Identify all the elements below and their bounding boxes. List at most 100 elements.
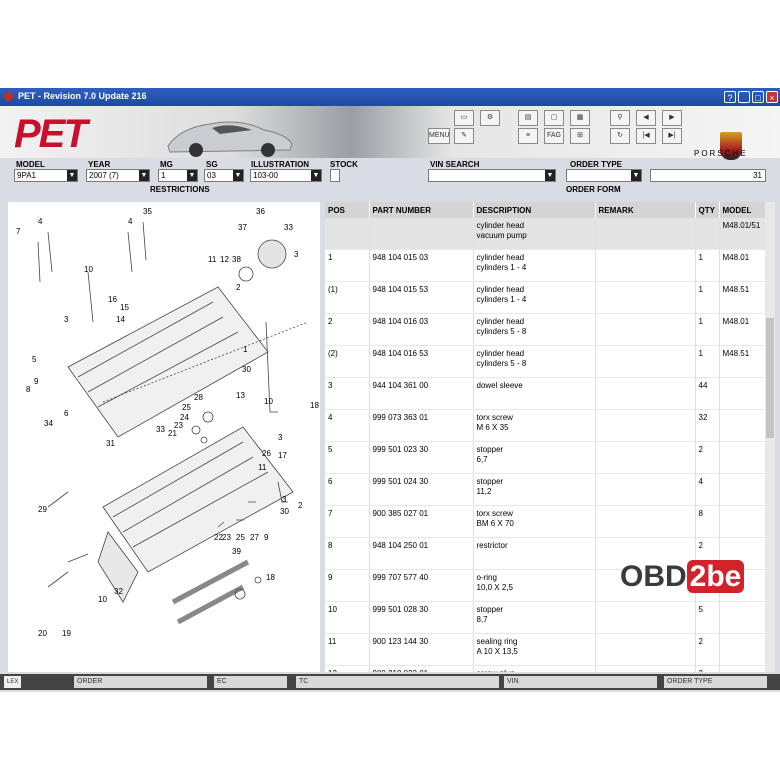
callout-label[interactable]: 32 <box>114 587 123 596</box>
callout-label[interactable]: 23 <box>222 533 231 542</box>
callout-label[interactable]: 10 <box>84 265 93 274</box>
fag-button[interactable]: FAG <box>544 128 564 144</box>
refresh-icon[interactable]: ↻ <box>610 128 630 144</box>
pin-icon[interactable]: ⚲ <box>610 110 630 126</box>
sg-select[interactable]: 03▼ <box>204 169 244 182</box>
callout-label[interactable]: 31 <box>106 439 115 448</box>
callout-label[interactable]: 24 <box>180 413 189 422</box>
order-field[interactable]: ORDER <box>74 676 207 688</box>
first-page-icon[interactable]: |◀ <box>636 128 656 144</box>
callout-label[interactable]: 30 <box>242 365 251 374</box>
callout-label[interactable]: 8 <box>26 385 31 394</box>
callout-label[interactable]: 11 <box>208 255 217 264</box>
scrollbar-thumb[interactable] <box>766 318 774 438</box>
ec-field[interactable]: EC <box>214 676 287 688</box>
minimize-icon[interactable]: _ <box>738 91 750 103</box>
callout-label[interactable]: 18 <box>310 401 319 410</box>
callout-label[interactable]: 38 <box>232 255 241 264</box>
callout-label[interactable]: 7 <box>16 227 21 236</box>
callout-label[interactable]: 16 <box>108 295 117 304</box>
cart-icon[interactable]: ⊞ <box>570 128 590 144</box>
callout-label[interactable]: 12 <box>220 255 229 264</box>
callout-label[interactable]: 26 <box>262 449 271 458</box>
callout-label[interactable]: 2 <box>298 501 303 510</box>
menu-button[interactable]: MENU <box>428 128 450 144</box>
callout-label[interactable]: 5 <box>32 355 37 364</box>
print-icon[interactable]: ▭ <box>454 110 474 126</box>
callout-label[interactable]: 33 <box>156 425 165 434</box>
copy-icon[interactable]: ▢ <box>544 110 564 126</box>
callout-label[interactable]: 30 <box>280 507 289 516</box>
table-row[interactable]: 12900 219 023 01screw plugM 10 X 12 <box>325 665 765 672</box>
callout-label[interactable]: 36 <box>256 207 265 216</box>
callout-label[interactable]: 27 <box>250 533 259 542</box>
callout-label[interactable]: 9 <box>264 533 269 542</box>
callout-label[interactable]: 18 <box>266 573 275 582</box>
vin-field[interactable]: VIN <box>504 676 657 688</box>
order-type-select[interactable]: ▼ <box>566 169 642 182</box>
col-pos[interactable]: POS <box>325 202 370 218</box>
order-type-field[interactable]: ORDER TYPE <box>664 676 767 688</box>
callout-label[interactable]: 4 <box>128 217 133 226</box>
callout-label[interactable]: 25 <box>236 533 245 542</box>
callout-label[interactable]: 3 <box>282 495 287 504</box>
callout-label[interactable]: 15 <box>120 303 129 312</box>
callout-label[interactable]: 35 <box>143 207 152 216</box>
image-icon[interactable]: ▦ <box>570 110 590 126</box>
year-select[interactable]: 2007 (7)▼ <box>86 169 150 182</box>
callout-label[interactable]: 10 <box>98 595 107 604</box>
stock-checkbox[interactable] <box>330 169 340 182</box>
callout-label[interactable]: 3 <box>278 433 283 442</box>
callout-label[interactable]: 33 <box>284 223 293 232</box>
callout-label[interactable]: 11 <box>258 463 267 472</box>
callout-label[interactable]: 25 <box>182 403 191 412</box>
edit-icon[interactable]: ✎ <box>454 128 474 144</box>
callout-label[interactable]: 6 <box>64 409 69 418</box>
col-remark[interactable]: REMARK <box>595 202 696 218</box>
doc-icon[interactable]: ▤ <box>518 110 538 126</box>
tools-icon[interactable]: ⚙ <box>480 110 500 126</box>
callout-label[interactable]: 3 <box>64 315 69 324</box>
callout-label[interactable]: 21 <box>168 429 177 438</box>
callout-label[interactable]: 23 <box>174 421 183 430</box>
col-qty[interactable]: QTY <box>695 202 720 218</box>
mg-select[interactable]: 1▼ <box>158 169 198 182</box>
callout-label[interactable]: 2 <box>236 283 241 292</box>
callout-label[interactable]: 4 <box>38 217 43 226</box>
callout-label[interactable]: 13 <box>236 391 245 400</box>
callout-label[interactable]: 10 <box>264 397 273 406</box>
col-part-number[interactable]: PART NUMBER <box>369 202 474 218</box>
callout-label[interactable]: 1 <box>243 345 248 354</box>
illustration-select[interactable]: 103-00▼ <box>250 169 322 182</box>
close-icon[interactable]: × <box>766 91 778 103</box>
next-page-icon[interactable]: ▶ <box>662 110 682 126</box>
vin-search-input[interactable]: ▼ <box>428 169 556 182</box>
callout-label[interactable]: 34 <box>44 419 53 428</box>
callout-label[interactable]: 28 <box>194 393 203 402</box>
callout-label[interactable]: 39 <box>232 547 241 556</box>
last-page-icon[interactable]: ▶| <box>662 128 682 144</box>
callout-label[interactable]: 22 <box>214 533 223 542</box>
callout-label[interactable]: 19 <box>62 629 71 638</box>
callout-label[interactable]: 9 <box>34 377 39 386</box>
prev-page-icon[interactable]: ◀ <box>636 110 656 126</box>
callout-label[interactable]: 14 <box>116 315 125 324</box>
callout-label[interactable]: 20 <box>38 629 47 638</box>
callout-label[interactable]: 29 <box>38 505 47 514</box>
callout-label[interactable]: 37 <box>238 223 247 232</box>
